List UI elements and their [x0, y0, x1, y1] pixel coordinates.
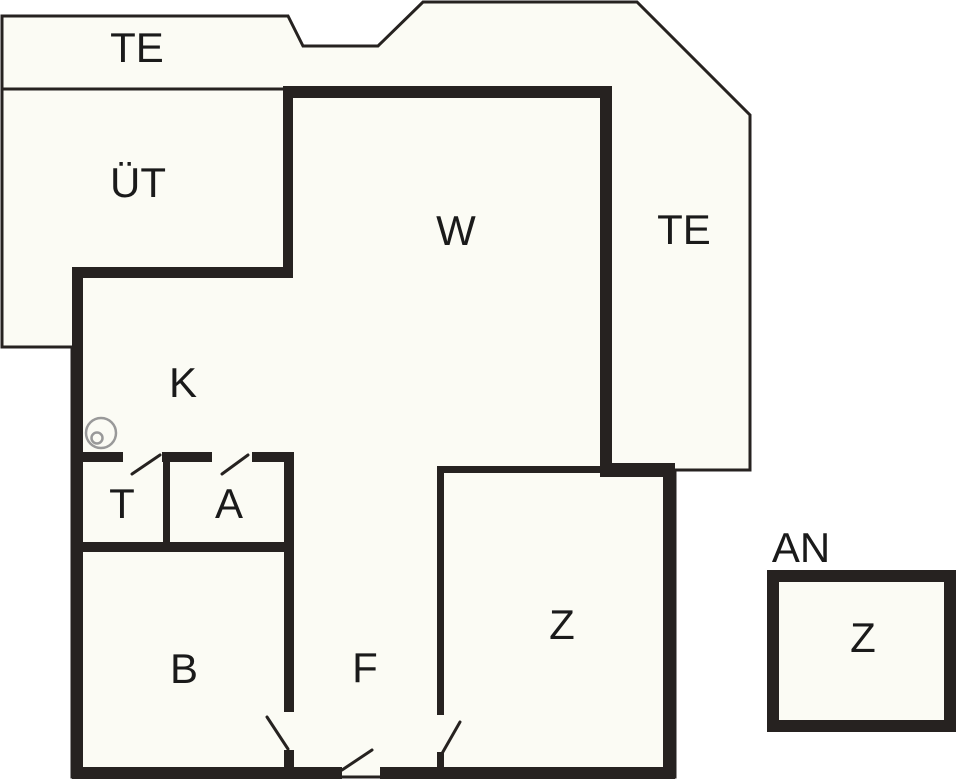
annex-floor — [779, 582, 944, 720]
room-label-z-annex: Z — [850, 614, 876, 661]
room-label-k: K — [169, 359, 197, 406]
left-outer-wall — [72, 267, 83, 779]
room-label-f: F — [352, 644, 378, 691]
w-left-wall — [283, 86, 293, 278]
z-door-leaf — [438, 720, 462, 759]
w-right-wall — [600, 86, 612, 477]
z-left-partition — [437, 466, 444, 715]
bottom-wall-left — [72, 767, 342, 779]
z-left-partition-stub — [437, 752, 444, 768]
ta-bottom-wall — [72, 542, 294, 552]
ab-right-wall — [284, 452, 294, 712]
z-corner-wall — [600, 463, 675, 477]
ab-right-wall-stub — [284, 750, 294, 767]
t-door-leaf — [130, 453, 162, 476]
entrance-door-leaf — [340, 748, 374, 772]
room-label-te-top: TE — [110, 24, 164, 71]
z-top-partition — [437, 466, 612, 473]
bottom-wall-right — [380, 767, 675, 779]
ta-divider-wall — [163, 452, 170, 552]
double-circle-fixture-icon — [84, 416, 118, 450]
double-circle-fixture-inner-icon — [90, 431, 104, 445]
a-door-leaf — [220, 453, 250, 476]
annex-label-an: AN — [772, 524, 830, 571]
room-label-ut: ÜT — [110, 159, 166, 206]
t-top-wall — [72, 452, 123, 462]
k-top-wall — [72, 267, 293, 278]
w-top-wall — [283, 86, 612, 98]
room-label-b: B — [170, 645, 198, 692]
room-label-t: T — [109, 480, 135, 527]
room-label-te-right: TE — [657, 206, 711, 253]
z-right-wall — [663, 463, 675, 779]
room-label-a: A — [215, 480, 243, 527]
room-label-z: Z — [549, 601, 575, 648]
b-door-leaf — [265, 715, 290, 751]
a-top-wall — [252, 452, 294, 462]
ta-mid-top-wall — [162, 452, 212, 462]
room-label-w: W — [436, 207, 476, 254]
